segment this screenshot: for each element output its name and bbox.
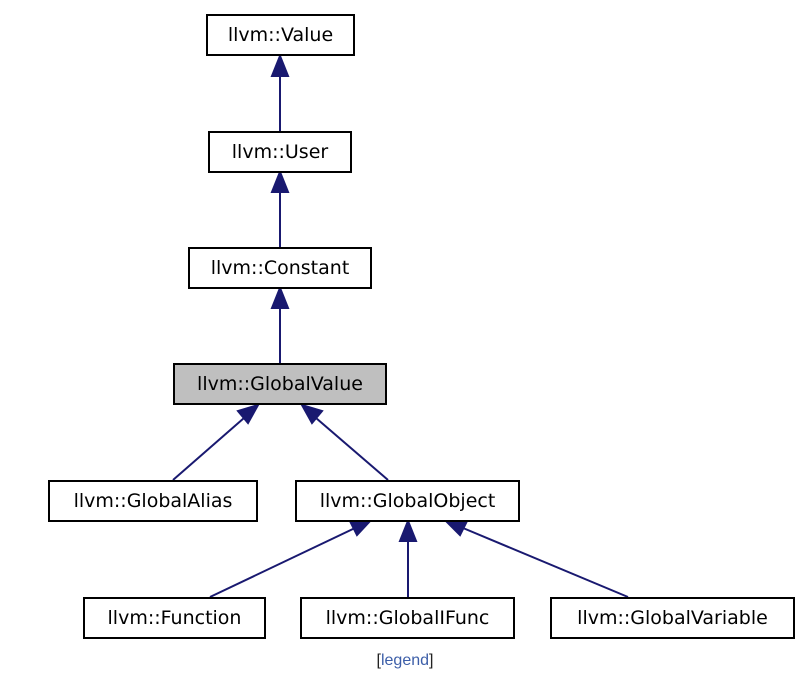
edge-globalalias-to-globalvalue	[172, 417, 245, 481]
arrowhead-globalobject-center	[398, 518, 418, 542]
arrowhead-user	[270, 169, 290, 193]
legend-link[interactable]: legend	[380, 652, 430, 669]
edge-globalvariable-to-globalobject	[462, 527, 629, 598]
arrowhead-constant	[270, 285, 290, 309]
node-llvm-globalvalue: llvm::GlobalValue	[173, 363, 387, 405]
node-llvm-globalvariable[interactable]: llvm::GlobalVariable	[550, 597, 795, 639]
legend-line: [legend]	[0, 652, 810, 670]
node-llvm-globalobject[interactable]: llvm::GlobalObject	[295, 480, 520, 522]
node-llvm-constant[interactable]: llvm::Constant	[188, 247, 372, 289]
arrowhead-globalvalue-left	[236, 403, 261, 425]
node-llvm-function[interactable]: llvm::Function	[83, 597, 266, 639]
legend-close-bracket: ]	[429, 652, 434, 669]
arrowhead-globalobject-left	[348, 518, 374, 537]
node-llvm-value[interactable]: llvm::Value	[206, 14, 355, 56]
node-llvm-globalifunc[interactable]: llvm::GlobalIFunc	[300, 597, 515, 639]
node-llvm-globalalias[interactable]: llvm::GlobalAlias	[48, 480, 258, 522]
arrowhead-globalobject-right	[443, 520, 469, 537]
edge-function-to-globalobject	[209, 527, 356, 598]
edge-globalobject-to-globalvalue	[315, 417, 389, 481]
arrowhead-value	[270, 53, 290, 77]
node-llvm-user[interactable]: llvm::User	[208, 131, 352, 173]
arrowhead-globalvalue-right	[299, 403, 324, 425]
legend-open-bracket: [	[376, 652, 381, 669]
